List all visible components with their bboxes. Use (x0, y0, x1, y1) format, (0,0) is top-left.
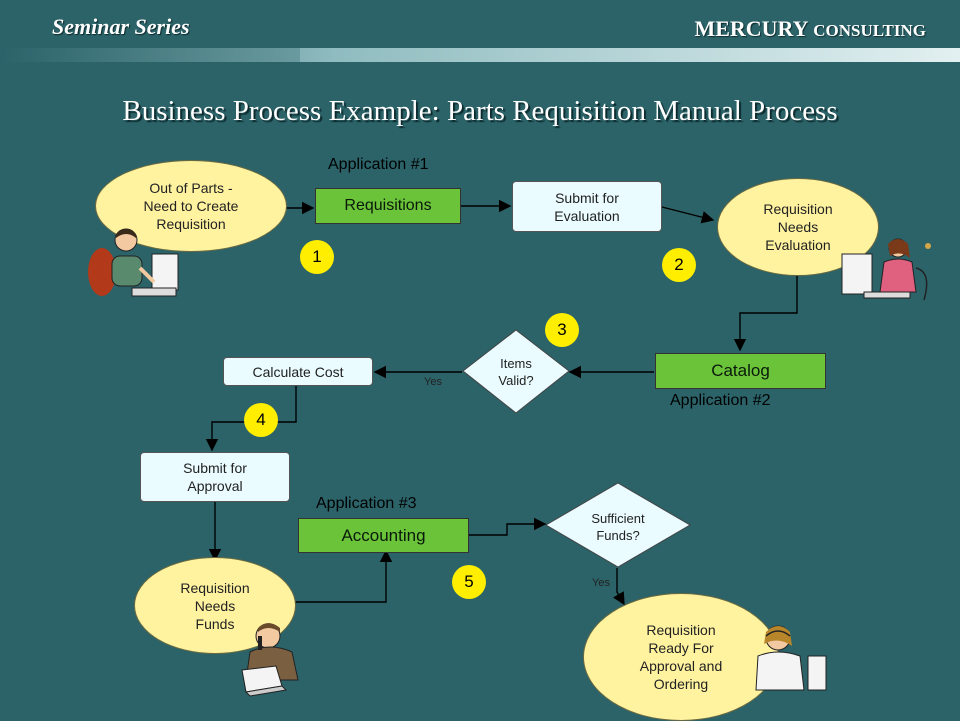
woman-at-computer-icon (841, 238, 931, 301)
sufficient-funds-diamond (545, 482, 691, 568)
arrow-submit-to-evaluation (661, 206, 715, 224)
company-name-sub: CONSULTING (813, 21, 926, 40)
items-valid-label: Items Valid? (498, 356, 534, 388)
accounting-app-box: Accounting (298, 518, 469, 553)
submit-for-evaluation-box: Submit for Evaluation (512, 181, 662, 232)
application-1-label: Application #1 (328, 156, 429, 173)
requisition-ready-oval: Requisition Ready For Approval and Order… (583, 593, 779, 721)
man-on-phone-icon (241, 623, 299, 697)
woman-with-headset-icon (755, 625, 827, 691)
requisitions-app-box: Requisitions (315, 188, 461, 224)
arrow-evaluation-to-catalog (733, 275, 798, 352)
items-valid-yes-label: Yes (424, 376, 442, 388)
requisition-needs-evaluation-oval: Requisition Needs Evaluation (717, 178, 879, 276)
submit-for-approval-box: Submit for Approval (140, 452, 290, 502)
step-1-badge: 1 (300, 240, 334, 274)
slide-title: Business Process Example: Parts Requisit… (122, 95, 838, 127)
calculate-cost-box: Calculate Cost (223, 357, 373, 386)
out-of-parts-oval: Out of Parts - Need to Create Requisitio… (95, 160, 287, 252)
step-4-badge: 4 (244, 403, 278, 437)
items-valid-diamond (462, 329, 570, 414)
catalog-app-box: Catalog (655, 353, 826, 389)
application-3-label: Application #3 (316, 495, 417, 512)
arrow-accounting-to-sufficient-funds (469, 517, 547, 536)
step-3-badge: 3 (545, 313, 579, 347)
step-5-badge: 5 (452, 565, 486, 599)
company-name: MERCURY CONSULTING (560, 16, 926, 42)
sufficient-funds-yes-label: Yes (592, 577, 610, 589)
company-name-main: MERCURY (694, 16, 808, 41)
step-2-badge: 2 (662, 248, 696, 282)
application-2-label: Application #2 (670, 392, 771, 409)
man-at-computer-icon (88, 228, 179, 297)
seminar-series-label: Seminar Series (52, 14, 190, 39)
sufficient-funds-label: Sufficient Funds? (591, 511, 645, 543)
arrow-funds-to-ready (612, 568, 625, 606)
header-bar (0, 48, 960, 62)
arrow-needs-funds-to-accounting (292, 549, 393, 603)
